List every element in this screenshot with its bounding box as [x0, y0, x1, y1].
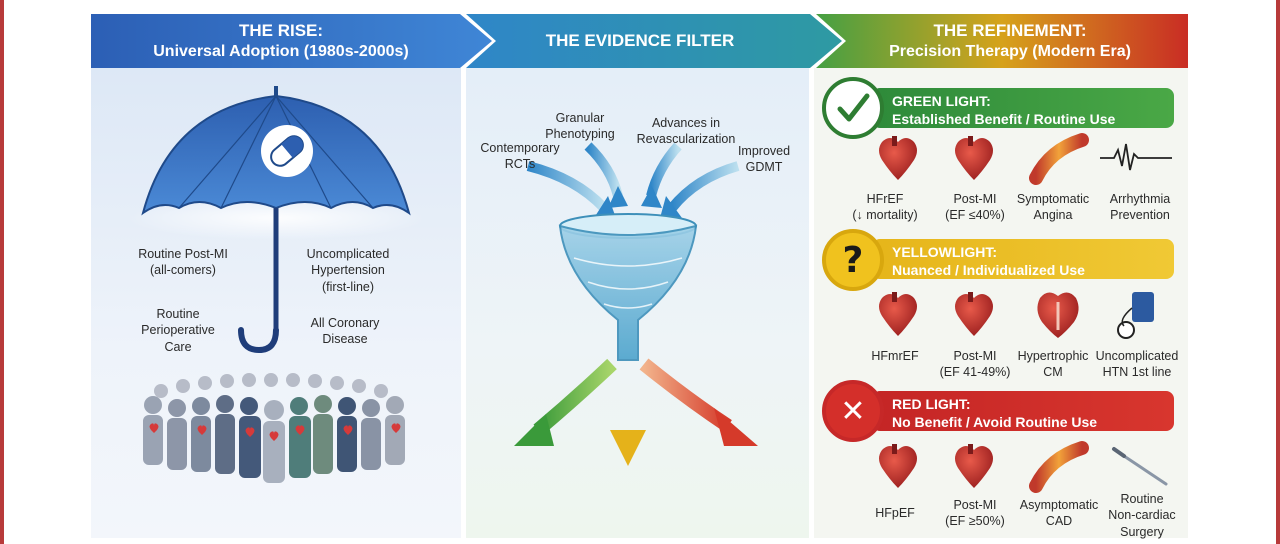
band-title: YELLOWLIGHT:: [892, 244, 997, 260]
item-label: Post-MI(EF 41-49%): [939, 349, 1011, 380]
funnel-body: [558, 224, 698, 361]
hypertrophic-heart-icon: [1037, 292, 1079, 338]
frame-right-edge: [1276, 0, 1280, 544]
x-badge: ✕: [822, 380, 884, 442]
header-ribbons: [91, 14, 1188, 68]
band-green-light: GREEN LIGHT: Established Benefit / Routi…: [872, 88, 1174, 128]
evidence-funnel-illustration: [514, 142, 758, 466]
umbrella-handle: [238, 327, 279, 354]
item-label: HFmrEF: [871, 349, 919, 363]
heart-icon-hfref: [879, 136, 917, 180]
arrow-out-green: [533, 358, 617, 436]
arrow-rcts: [526, 161, 608, 212]
stage-title: THE RISE:: [238, 21, 324, 41]
scalpel-icon: [1112, 447, 1168, 486]
pill-icon: [270, 135, 304, 167]
stage-header-rise: THE RISE: Universal Adoption (1980s-2000…: [91, 14, 471, 68]
band-red-light: RED LIGHT: No Benefit / Avoid Routine Us…: [872, 391, 1174, 431]
arrow-out-red: [639, 358, 732, 432]
heart-icon-post-mi-40: [955, 136, 993, 180]
arrow-revasc: [646, 142, 682, 198]
ribbon-rise: [91, 14, 492, 68]
stage-subtitle: Precision Therapy (Modern Era): [889, 42, 1131, 60]
band-subtitle: Nuanced / Individualized Use: [892, 262, 1085, 279]
artery-icon-asymptomatic: [1029, 441, 1089, 493]
label-routine-post-mi: Routine Post-MI(all-comers): [138, 247, 228, 278]
heart-icon-post-mi-50: [955, 444, 993, 488]
stage-subtitle: Universal Adoption (1980s-2000s): [153, 42, 409, 60]
heart-icon-hfpef: [879, 444, 917, 488]
item-label: Post-MI(EF ≥50%): [945, 498, 1005, 529]
checkmark-icon: [837, 93, 870, 122]
refinement-icons: [879, 133, 1172, 493]
artery-icon-angina: [1029, 133, 1089, 185]
item-label: HFrEF(↓ mortality): [852, 192, 918, 223]
item-label: Post-MI(EF ≤40%): [945, 192, 1005, 223]
ecg-icon-arrhythmia: [1100, 143, 1172, 171]
heart-icon-hfmref: [879, 292, 917, 336]
stage-title: THE EVIDENCE FILTER: [545, 31, 735, 51]
band-subtitle: Established Benefit / Routine Use: [892, 111, 1116, 128]
crowd-illustration: [143, 373, 405, 483]
stage-title: THE REFINEMENT:: [933, 21, 1087, 41]
item-label: HFpEF: [875, 506, 915, 520]
ribbon-refinement: [816, 14, 1188, 68]
band-yellow-light: YELLOWLIGHT: Nuanced / Individualized Us…: [872, 239, 1174, 279]
band-title: RED LIGHT:: [892, 396, 971, 412]
umbrella-illustration: [126, 86, 426, 483]
band-subtitle: No Benefit / Avoid Routine Use: [892, 414, 1098, 431]
stage-header-filter: THE EVIDENCE FILTER: [470, 14, 810, 68]
band-title: GREEN LIGHT:: [892, 93, 991, 109]
question-mark-icon: ?: [842, 239, 864, 281]
frame-left-edge: [0, 0, 4, 544]
bp-cuff-icon: [1117, 292, 1154, 339]
arrow-gdmt: [668, 161, 740, 212]
question-badge: ?: [822, 229, 884, 291]
heart-icon-post-mi-41-49: [955, 292, 993, 336]
x-icon: ✕: [840, 393, 866, 429]
ribbon-filter: [466, 14, 842, 68]
arrow-granular: [584, 142, 623, 198]
stage-header-refinement: THE REFINEMENT: Precision Therapy (Moder…: [830, 14, 1190, 68]
checkmark-badge: [822, 77, 884, 139]
